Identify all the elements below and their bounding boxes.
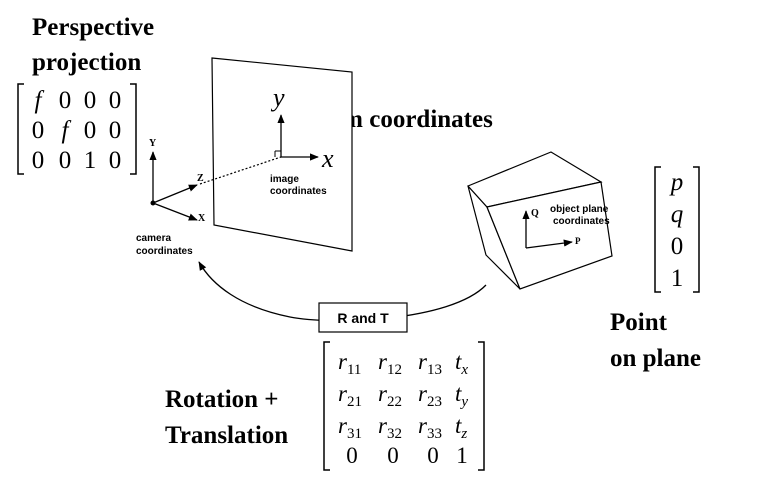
rt-cell: 0	[346, 443, 358, 468]
object-Q-label: Q	[531, 208, 539, 219]
transform-arrow	[198, 261, 487, 322]
matrix-cell: 0	[109, 117, 122, 144]
camera-Z-axis	[152, 184, 198, 204]
vector-right-bracket	[693, 166, 700, 293]
r-and-t-label: R and T	[337, 310, 389, 326]
rt-cell-r21: r21	[338, 381, 362, 410]
rt-matrix: r11 r12 r13 tx r21 r22 r23 ty r31 r32 r3…	[323, 341, 485, 471]
matrix-left-bracket	[17, 83, 24, 175]
point-heading-line2: on plane	[610, 345, 701, 372]
object-plane-label-line1: object plane	[550, 204, 609, 215]
image-coordinates-label-line2: coordinates	[270, 186, 327, 197]
vector-entry: q	[671, 201, 684, 228]
point-heading-line1: Point	[610, 309, 668, 336]
camera-origin	[150, 200, 156, 206]
object-P-axis	[525, 239, 573, 249]
rt-right-bracket	[478, 341, 485, 471]
vector-entry: 1	[671, 265, 684, 292]
rotation-heading-line1: Rotation +	[165, 386, 279, 413]
camera-X-label: X	[198, 213, 206, 224]
matrix-cell: 1	[84, 147, 97, 174]
object-plane-label-line2: coordinates	[553, 216, 610, 227]
camera-Y-label: Y	[149, 138, 157, 149]
matrix-right-bracket	[130, 83, 137, 175]
camera-axes: Y Z X	[149, 138, 206, 224]
rt-cell-r13: r13	[418, 349, 442, 378]
perspective-matrix: f 0 0 0 0 f 0 0 0 0 1 0	[17, 83, 137, 175]
image-axes: y x	[270, 83, 334, 173]
matrix-cell: 0	[32, 147, 45, 174]
object-plane-axes: Q P	[522, 208, 581, 249]
rt-cell-r11: r11	[338, 349, 361, 378]
r-and-t-box	[318, 302, 408, 333]
camera-coordinates-label-line2: coordinates	[136, 246, 193, 257]
rt-left-bracket	[323, 341, 330, 471]
camera-X-axis	[152, 202, 198, 221]
perspective-heading-line1: Perspective	[32, 14, 154, 41]
rt-cell-r31: r31	[338, 413, 362, 442]
rt-cell-tx: tx	[455, 349, 468, 378]
rotation-heading-line2: Translation	[165, 422, 288, 449]
rt-cell-r33: r33	[418, 413, 442, 442]
perspective-heading-line2: projection	[32, 49, 141, 76]
rt-cell-r32: r32	[378, 413, 402, 442]
rt-cell-tz: tz	[455, 413, 467, 442]
camera-Z-label: Z	[197, 173, 204, 184]
film-plane	[211, 57, 353, 252]
matrix-cell: 0	[84, 117, 97, 144]
matrix-cell: 0	[59, 147, 72, 174]
vector-entry: p	[669, 169, 684, 196]
rt-cell-ty: ty	[455, 381, 468, 410]
film-x-label: x	[321, 144, 334, 173]
camera-coordinates-label-line1: camera	[136, 233, 171, 244]
object-box	[466, 151, 613, 290]
rt-cell-r23: r23	[418, 381, 442, 410]
film-y-label: y	[270, 83, 285, 112]
matrix-cell: 0	[32, 117, 45, 144]
matrix-cell: f	[35, 87, 45, 114]
object-P-label: P	[575, 236, 581, 246]
matrix-cell: f	[62, 117, 72, 144]
image-coordinates-label-line1: image	[270, 174, 299, 185]
point-vector: p q 0 1	[654, 166, 700, 293]
vector-entry: 0	[671, 233, 684, 260]
rt-cell-r22: r22	[378, 381, 402, 410]
matrix-cell: 0	[109, 147, 122, 174]
matrix-cell: 0	[59, 87, 72, 114]
matrix-cell: 0	[109, 87, 122, 114]
matrix-cell: 0	[84, 87, 97, 114]
rt-cell: 0	[387, 443, 399, 468]
box-front-face	[486, 181, 613, 290]
rt-cell: 0	[427, 443, 439, 468]
rt-cell-r12: r12	[378, 349, 402, 378]
rt-cell: 1	[456, 443, 468, 468]
vector-left-bracket	[654, 166, 661, 293]
